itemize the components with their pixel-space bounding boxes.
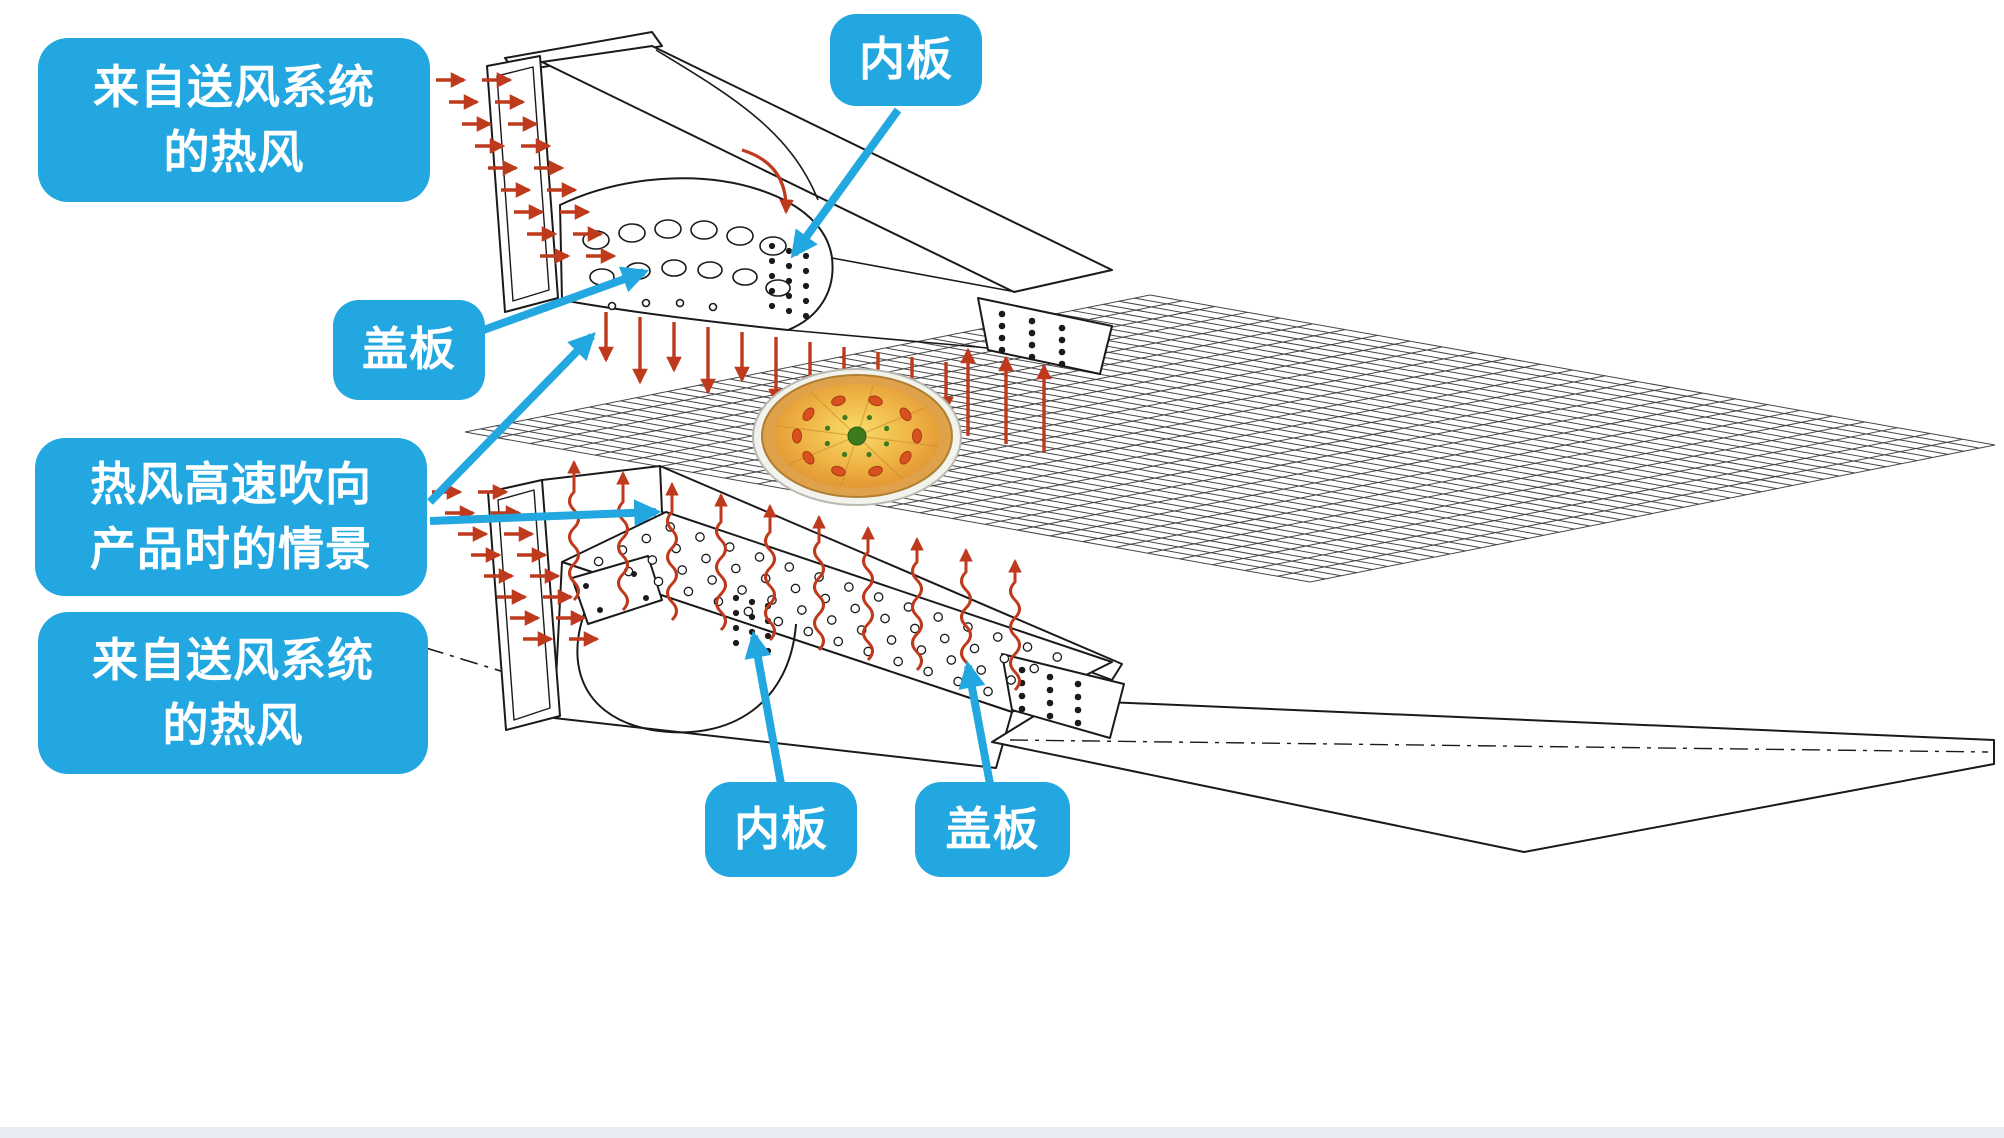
lower-inner-plate <box>571 555 663 625</box>
label-text-line: 内板 <box>859 33 953 86</box>
label-supply-air-top: 来自送风系统 的热风 <box>38 38 430 202</box>
label-inner-plate-top: 内板 <box>830 14 982 106</box>
lower-tail-plate <box>991 699 1995 853</box>
upper-duct-interior-wall <box>655 49 819 201</box>
label-text-line: 盖板 <box>362 323 456 376</box>
upper-inner-plate-rivets <box>768 242 1066 368</box>
label-supply-air-bottom: 来自送风系统 的热风 <box>38 612 428 774</box>
upper-duct-edge <box>787 329 989 349</box>
label-inner-plate-bottom: 内板 <box>705 782 857 877</box>
upper-air-duct-assembly <box>486 31 1113 375</box>
label-cover-plate-bottom: 盖板 <box>915 782 1070 877</box>
upper-nozzle-plate <box>559 177 834 331</box>
label-text-line: 盖板 <box>945 802 1040 855</box>
lower-inlet-frame-inner <box>497 489 551 721</box>
lower-air-duct-assembly <box>425 465 1995 853</box>
label-cover-plate-top: 盖板 <box>333 300 485 400</box>
label-text-line: 来自送风系统 <box>93 60 375 113</box>
lower-duct-mouth <box>576 579 797 734</box>
label-text-line: 产品时的情景 <box>90 523 372 575</box>
callout-leader-arrows <box>427 107 994 785</box>
label-text-line: 的热风 <box>163 126 305 178</box>
lower-mount-bracket <box>1001 653 1125 739</box>
label-text-line: 内板 <box>734 802 828 855</box>
upper-duct-edge <box>831 257 1017 293</box>
upper-inlet-frame-inner <box>496 66 550 302</box>
upper-mount-bracket <box>977 297 1113 375</box>
label-text-line: 热风高速吹向 <box>90 457 372 510</box>
pizza-product <box>752 368 962 506</box>
upper-duct-top-plate <box>541 45 1113 293</box>
lower-duct-edge <box>541 465 661 481</box>
lower-nozzle-holes <box>593 522 1063 697</box>
bottom-edge-strip <box>0 1127 2004 1138</box>
label-text-line: 来自送风系统 <box>92 633 374 686</box>
label-text-line: 的热风 <box>162 699 304 751</box>
lower-inlet-frame <box>487 479 561 731</box>
label-jet-scene: 热风高速吹向 产品时的情景 <box>35 438 427 596</box>
hot-air-flow-arrows <box>432 72 1052 692</box>
